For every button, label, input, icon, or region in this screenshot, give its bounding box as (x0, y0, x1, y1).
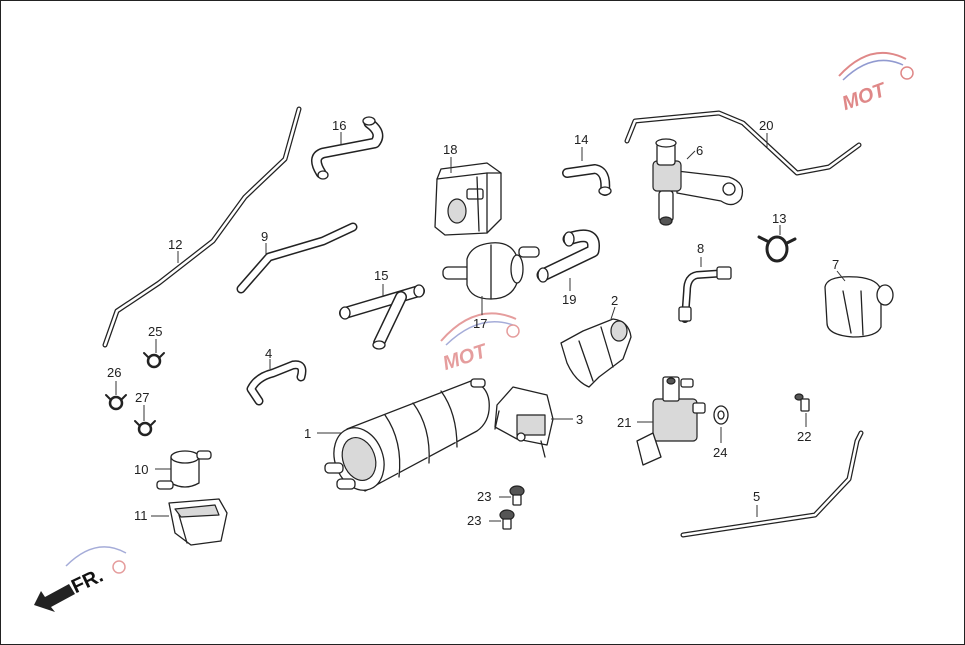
callout-20: 20 (759, 118, 773, 133)
callout-6: 6 (696, 143, 703, 158)
callout-15: 15 (374, 268, 388, 283)
part-15-y-connector (339, 284, 425, 350)
part-11-tray (168, 498, 228, 546)
part-23-bolt (499, 509, 515, 530)
callout-2: 2 (611, 293, 618, 308)
part-3-bracket (494, 386, 554, 458)
part-1-canister (324, 378, 490, 492)
callout-26: 26 (107, 365, 121, 380)
watermark-logo-icon: MOT (838, 51, 914, 115)
callout-19: 19 (562, 292, 576, 307)
part-16-bent-hose (311, 116, 384, 180)
part-7-cap (824, 276, 894, 338)
callout-9: 9 (261, 229, 268, 244)
callout-17: 17 (473, 316, 487, 331)
callout-1: 1 (304, 426, 311, 441)
callout-18: 18 (443, 142, 457, 157)
part-8-bent-pipe (678, 266, 732, 323)
part-6-valve-bracket (652, 138, 744, 226)
callout-7: 7 (832, 257, 839, 272)
callout-4: 4 (265, 346, 272, 361)
part-26-clip (105, 394, 127, 411)
part-24-washer (713, 405, 729, 425)
part-4-hose (246, 360, 307, 406)
svg-text:MOT: MOT (440, 340, 491, 375)
callout-23b: 23 (467, 513, 481, 528)
callout-10: 10 (134, 462, 148, 477)
part-21-purge-valve (636, 376, 706, 466)
callout-25: 25 (148, 324, 162, 339)
part-22-bolt (794, 393, 810, 412)
part-13-clamp (757, 235, 797, 263)
callout-21: 21 (617, 415, 631, 430)
callout-3: 3 (576, 412, 583, 427)
part-9-hose (236, 222, 358, 294)
part-17-inline-filter (442, 242, 540, 300)
part-12-long-pipe (102, 106, 302, 348)
front-arrow-icon: FR. (34, 565, 107, 612)
svg-text:MOT: MOT (839, 79, 890, 115)
callout-22: 22 (797, 429, 811, 444)
callout-5: 5 (753, 489, 760, 504)
part-18-rubber-mount (434, 162, 502, 236)
callout-23a: 23 (477, 489, 491, 504)
callout-14: 14 (574, 132, 588, 147)
callout-24: 24 (713, 445, 727, 460)
part-14-elbow-hose (562, 164, 612, 196)
callout-12: 12 (168, 237, 182, 252)
callout-8: 8 (697, 241, 704, 256)
callout-27: 27 (135, 390, 149, 405)
part-19-hose (536, 229, 600, 283)
callout-13: 13 (772, 211, 786, 226)
part-23-bolt (509, 485, 525, 506)
callout-16: 16 (332, 118, 346, 133)
part-20-pipe (624, 110, 862, 176)
callout-11: 11 (134, 508, 148, 523)
part-25-clip (143, 352, 165, 369)
part-2-boot (560, 318, 632, 388)
part-5-pipe (680, 430, 864, 538)
watermark-logo-icon (65, 546, 127, 574)
part-27-clip (134, 420, 156, 437)
part-10-fitting (156, 450, 212, 490)
